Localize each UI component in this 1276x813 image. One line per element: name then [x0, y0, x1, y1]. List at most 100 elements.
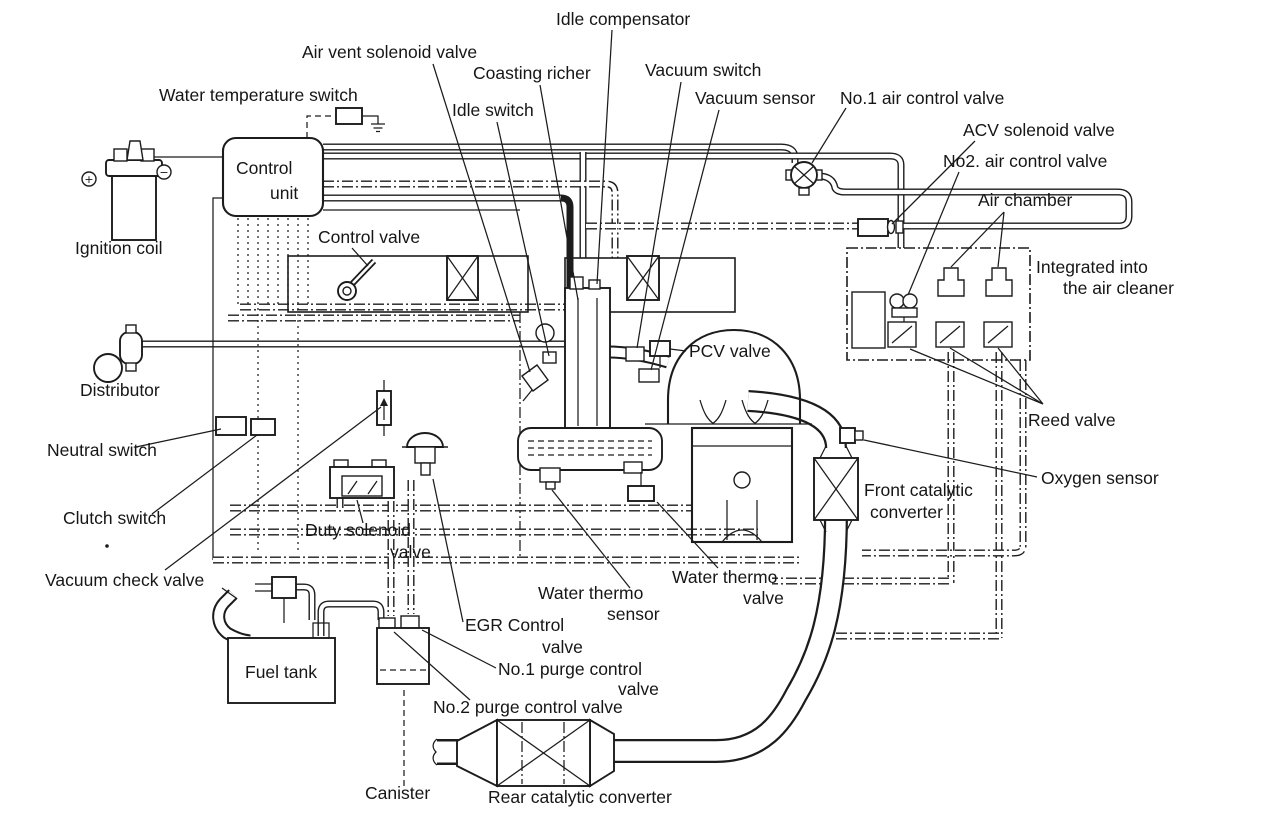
rear-cat-right-cone [589, 718, 615, 788]
label-no2-air-control-valve: No2. air control valve [943, 151, 1107, 171]
label-control-valve: Control valve [318, 227, 420, 247]
components: + − [81, 107, 1031, 788]
fuel-tank-assembly [212, 576, 336, 704]
label-oxygen-sensor: Oxygen sensor [1041, 468, 1159, 488]
label-neutral-switch: Neutral switch [47, 440, 157, 460]
air-chamber-1 [937, 267, 965, 297]
label-duty-solenoid-1: Duty solenoid [305, 520, 411, 540]
label-air-vent-solenoid-valve: Air vent solenoid valve [302, 42, 477, 62]
no2-air-control-valve-component [889, 293, 918, 330]
label-no1-purge-2: valve [618, 679, 659, 699]
label-clutch-switch: Clutch switch [63, 508, 166, 528]
label-vacuum-check-valve: Vacuum check valve [45, 570, 204, 590]
control-unit-box [221, 136, 325, 218]
tank-vent-stub [312, 622, 330, 638]
distributor-component [93, 324, 143, 383]
piston-pin [733, 471, 751, 489]
label-water-thermo-sensor-1: Water thermo [538, 583, 643, 603]
neutral-switch-component [215, 416, 247, 436]
label-control-unit-1: Control [236, 158, 292, 178]
reed-valve-3 [983, 321, 1013, 348]
minus-terminal-icon [156, 164, 172, 180]
water-temperature-switch-component [306, 107, 385, 138]
water-thermo-valve-component [627, 472, 655, 502]
label-control-unit-2: unit [270, 183, 298, 203]
egr-control-valve-component [402, 432, 448, 476]
label-front-cat-1: Front catalytic [864, 480, 973, 500]
minus-sign: − [159, 166, 168, 179]
label-reed-valve: Reed valve [1028, 410, 1116, 430]
crossed-box-left [446, 255, 479, 301]
label-idle-switch: Idle switch [452, 100, 534, 120]
plus-sign: + [84, 173, 93, 186]
cylinder [690, 426, 794, 544]
label-water-thermo-valve-1: Water thermo [672, 567, 777, 587]
vacuum-check-valve-component [376, 380, 392, 436]
vacuum-switch-component [625, 346, 645, 362]
no1-purge-control-valve-component [400, 615, 420, 630]
ground-icon [371, 123, 385, 133]
water-thermo-sensor-component [539, 467, 561, 483]
label-rear-catalytic-converter: Rear catalytic converter [488, 787, 672, 807]
scan-dot [105, 544, 109, 548]
label-egr-control-valve-2: valve [542, 637, 583, 657]
float-chamber [517, 427, 663, 490]
acv-solenoid-component [857, 218, 904, 237]
carburetor-tower [521, 276, 660, 429]
leader-lines [135, 29, 1044, 788]
wiring-harness-dotted [237, 218, 309, 552]
oxygen-sensor-component [839, 427, 864, 444]
label-vacuum-sensor: Vacuum sensor [695, 88, 815, 108]
label-coasting-richer: Coasting richer [473, 63, 591, 83]
air-chamber-2 [985, 267, 1013, 297]
idle-compensator-component [569, 276, 584, 290]
control-valve-component [337, 258, 377, 301]
intake-trumpets [699, 399, 769, 425]
label-distributor: Distributor [80, 380, 160, 400]
label-canister: Canister [365, 783, 430, 803]
label-water-thermo-valve-2: valve [743, 588, 784, 608]
no1-air-control-valve-component [785, 161, 823, 196]
air-cleaner-outline [846, 247, 1031, 361]
vacuum-sensor-component [638, 368, 660, 383]
label-integrated-1: Integrated into [1036, 257, 1148, 277]
label-duty-solenoid-2: valve [390, 542, 431, 562]
label-egr-control-valve-1: EGR Control [465, 615, 564, 635]
label-water-thermo-sensor-2: sensor [607, 604, 660, 624]
two-way-check-valve [255, 576, 297, 623]
fuel-tank-box [227, 637, 336, 704]
canister-component [376, 615, 430, 685]
label-no1-purge-1: No.1 purge control [498, 659, 642, 679]
label-acv-solenoid-valve: ACV solenoid valve [963, 120, 1115, 140]
rear-cat-left-cone [456, 718, 498, 788]
label-fuel-tank: Fuel tank [245, 662, 317, 682]
coil-tower [126, 140, 144, 161]
exhaust-open-end [432, 738, 438, 766]
rear-catalytic-converter-component [456, 718, 615, 788]
labels: Idle compensator Air vent solenoid valve… [45, 9, 1174, 807]
filler-neck [212, 587, 251, 648]
idle-switch-component [542, 351, 557, 364]
air-horn-dome [666, 328, 802, 401]
label-water-temperature-switch: Water temperature switch [159, 85, 358, 105]
label-pcv-valve: PCV valve [689, 341, 771, 361]
engine-block [645, 328, 812, 544]
air-duct-left [287, 255, 529, 313]
reed-valve-2 [935, 321, 965, 348]
label-idle-compensator: Idle compensator [556, 9, 690, 29]
front-catalytic-converter-component [813, 445, 859, 533]
clutch-switch-component [250, 418, 276, 436]
air-cleaner-assembly [846, 247, 1031, 361]
label-integrated-2: the air cleaner [1063, 278, 1174, 298]
air-vent-port [535, 323, 555, 343]
crossed-box-right [626, 255, 660, 301]
label-front-cat-2: converter [870, 502, 943, 522]
label-vacuum-switch: Vacuum switch [645, 60, 761, 80]
ignition-coil: + − [81, 140, 223, 241]
label-air-chamber: Air chamber [978, 190, 1073, 210]
pipe-network [142, 143, 1133, 640]
air-vent-solenoid-component [521, 364, 549, 392]
check-valve-arrow [380, 398, 388, 406]
